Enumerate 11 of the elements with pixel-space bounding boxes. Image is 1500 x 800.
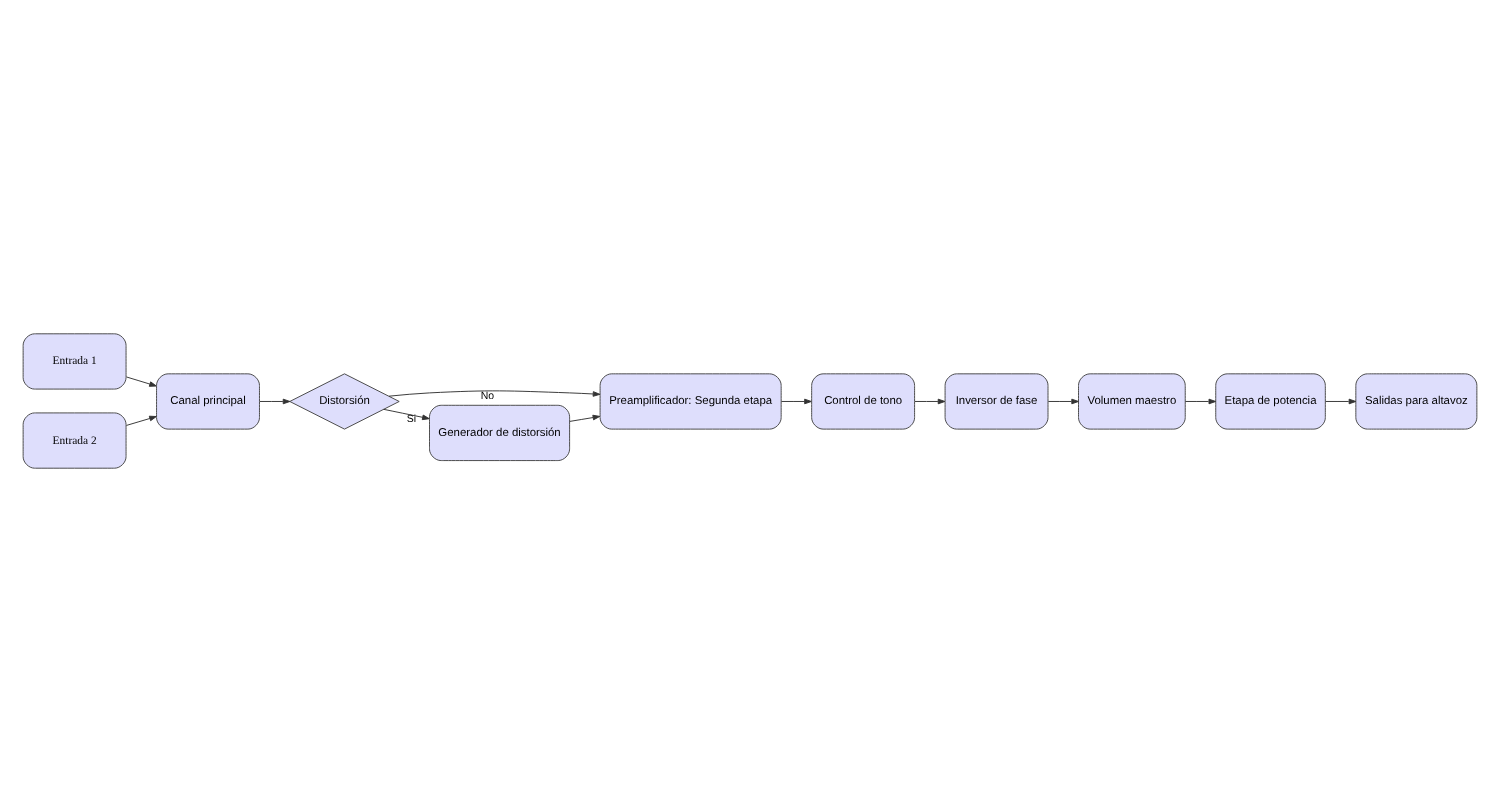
arrow	[259, 397, 291, 404]
arrow	[1047, 397, 1079, 404]
arrow	[780, 397, 812, 404]
arrow	[569, 413, 601, 421]
arrow	[914, 397, 946, 404]
arrow	[1325, 397, 1357, 404]
arrow	[383, 407, 430, 420]
arrow	[125, 414, 157, 425]
arrow	[388, 389, 601, 396]
arrow	[125, 375, 157, 386]
arrow	[1184, 397, 1217, 404]
